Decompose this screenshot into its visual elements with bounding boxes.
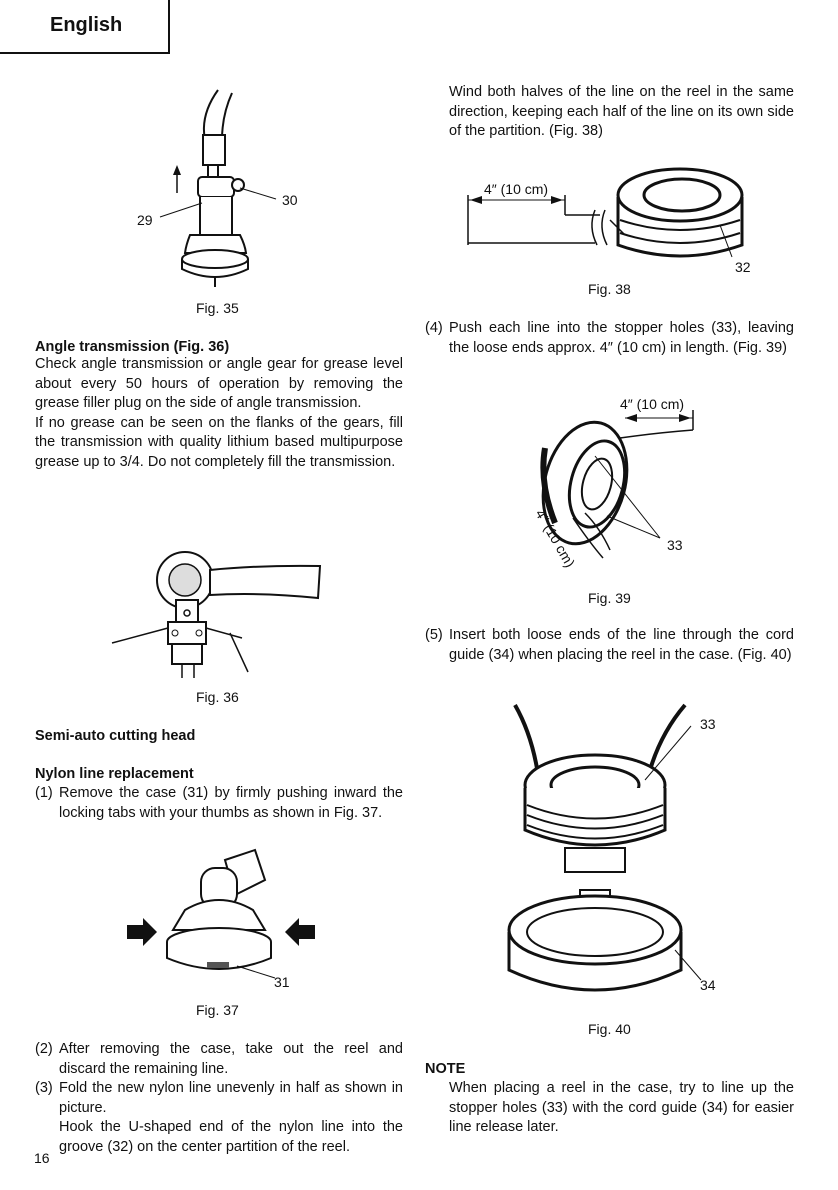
note-text: When placing a reel in the case, try to … bbox=[449, 1080, 794, 1135]
step-5-number: (5) bbox=[425, 627, 443, 643]
step-3: (3) Fold the new nylon line unevenly in … bbox=[35, 1079, 403, 1157]
fig38-label-32: 32 bbox=[735, 259, 751, 275]
fig37-illustration bbox=[127, 848, 315, 979]
wind-instruction: Wind both halves of the line on the reel… bbox=[449, 84, 794, 139]
nylon-line-heading: Nylon line replacement bbox=[35, 766, 194, 782]
fig39-illustration: 4″ (10 cm) bbox=[532, 410, 694, 570]
fig35-label-29: 29 bbox=[137, 212, 153, 228]
note-heading: NOTE bbox=[425, 1061, 466, 1077]
angle-transmission-text: Check angle transmission or angle gear f… bbox=[35, 355, 403, 472]
step-5-text: Insert both loose ends of the line throu… bbox=[449, 627, 794, 663]
page-number: 16 bbox=[34, 1150, 50, 1166]
fig37-caption: Fig. 37 bbox=[196, 1002, 239, 1018]
step-4-number: (4) bbox=[425, 320, 443, 336]
language-tab: English bbox=[0, 0, 170, 54]
fig36-caption: Fig. 36 bbox=[196, 689, 239, 705]
step-2: (2) After removing the case, take out th… bbox=[35, 1040, 403, 1079]
step-5: (5) Insert both loose ends of the line t… bbox=[425, 626, 794, 665]
fig35-caption: Fig. 35 bbox=[196, 300, 239, 316]
angle-paragraph-2: If no grease can be seen on the flanks o… bbox=[35, 414, 403, 470]
step-2-number: (2) bbox=[35, 1041, 53, 1057]
fig35-label-30: 30 bbox=[282, 192, 298, 208]
angle-paragraph-1: Check angle transmission or angle gear f… bbox=[35, 356, 403, 411]
step-3-number: (3) bbox=[35, 1080, 53, 1096]
fig35-illustration bbox=[159, 89, 277, 287]
step-4-text: Push each line into the stopper holes (3… bbox=[449, 320, 794, 356]
step-3-text-b: Hook the U-shaped end of the nylon line … bbox=[59, 1119, 403, 1155]
semi-auto-heading: Semi-auto cutting head bbox=[35, 728, 196, 744]
fig38-dimension: 4″ (10 cm) bbox=[484, 181, 549, 197]
fig37-label-31: 31 bbox=[274, 974, 290, 990]
fig40-illustration bbox=[507, 703, 702, 992]
fig40-label-33: 33 bbox=[700, 716, 716, 732]
step-1: (1) Remove the case (31) by firmly pushi… bbox=[35, 784, 403, 823]
fig38-caption: Fig. 38 bbox=[588, 281, 631, 297]
step-3-text-a: Fold the new nylon line unevenly in half… bbox=[59, 1080, 403, 1116]
angle-transmission-heading: Angle transmission (Fig. 36) bbox=[35, 339, 230, 355]
fig39-caption: Fig. 39 bbox=[588, 590, 631, 606]
step-1-number: (1) bbox=[35, 785, 53, 801]
step-2-text: After removing the case, take out the re… bbox=[59, 1041, 403, 1077]
fig39-dimension-top: 4″ (10 cm) bbox=[620, 396, 685, 412]
fig40-caption: Fig. 40 bbox=[588, 1021, 631, 1037]
fig38-illustration bbox=[467, 167, 744, 258]
step-4: (4) Push each line into the stopper hole… bbox=[425, 319, 794, 358]
step-1-text: Remove the case (31) by firmly pushing i… bbox=[59, 785, 403, 821]
fig40-label-34: 34 bbox=[700, 977, 716, 993]
fig36-illustration bbox=[111, 551, 322, 678]
language-label: English bbox=[50, 14, 123, 36]
fig39-label-33: 33 bbox=[667, 537, 683, 553]
